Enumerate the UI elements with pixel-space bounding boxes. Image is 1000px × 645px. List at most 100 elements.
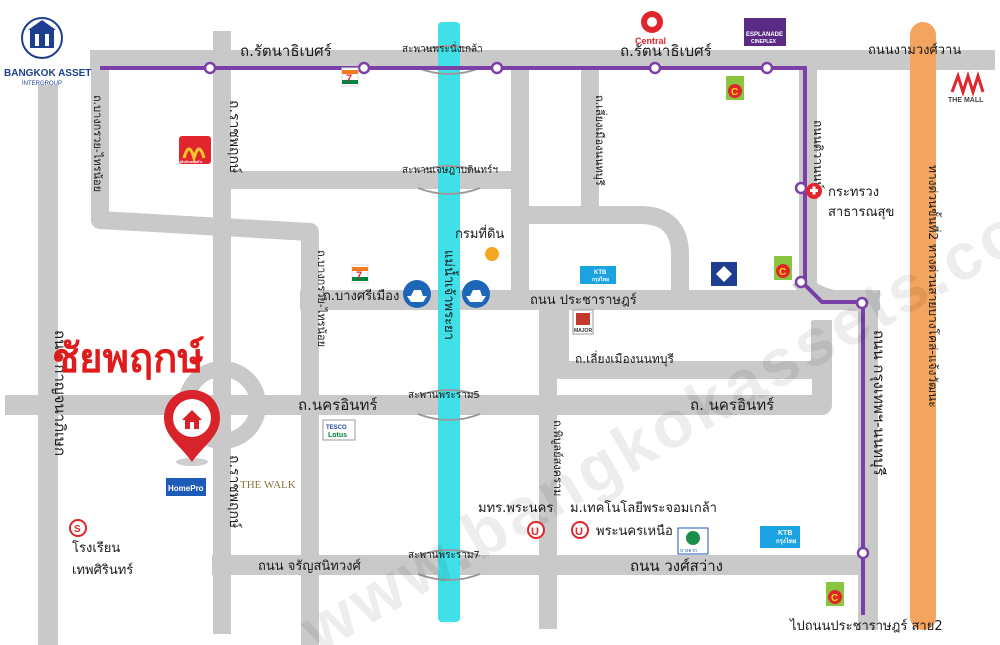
bigc-icon-bottom: C	[826, 582, 844, 606]
label-health-ministry-2: สาธารณสุข	[828, 205, 894, 220]
svg-text:McDonald's: McDonald's	[180, 159, 203, 164]
label-nakhon-in-right: ถ. นครอินทร์	[690, 396, 774, 414]
the-walk-logo: THE WALK	[240, 479, 296, 491]
bangchak-icon: บางจาก	[677, 527, 709, 555]
label-nakhon-in-left: ถ.นครอินทร์	[298, 396, 377, 414]
ktb-icon-top: KTB กรุงไทย	[580, 266, 616, 284]
label-ratchaphruek-top: ถ.ราชพฤกษ์	[226, 100, 243, 174]
bridge-arc-3	[417, 389, 481, 397]
boat-pier-icon-left	[403, 280, 431, 308]
label-bangkruai-top: ถ.บางกรวย-ไทรน้อย	[91, 95, 104, 192]
svg-text:Lotus: Lotus	[328, 432, 347, 439]
health-ministry-icon	[806, 183, 822, 199]
ktb-icon-bottom: KTB กรุงไทย	[760, 526, 800, 548]
svg-text:Central: Central	[635, 36, 666, 46]
road-bangkruai-top	[91, 51, 319, 645]
station-1	[203, 61, 217, 75]
svg-text:บางจาก: บางจาก	[680, 548, 697, 554]
label-thephasirin-2: เทพศิรินทร์	[72, 562, 133, 578]
svg-text:KTB: KTB	[778, 530, 792, 537]
svg-text:THE MALL: THE MALL	[948, 97, 984, 104]
svg-text:HomePro: HomePro	[168, 484, 204, 493]
boat-pier-icon-right	[462, 280, 490, 308]
label-bridge-rama5: สะพานพระราม5	[408, 390, 480, 401]
label-bridge-jetsadabodin: สะพานเจษฎาบดินทร์ฯ	[402, 164, 498, 176]
tesco-lotus-icon: TESCO Lotus	[322, 419, 356, 441]
label-bang-si-mueang: ถ.บางศรีเมือง	[323, 288, 399, 304]
homepro-icon: HomePro	[166, 478, 206, 496]
station-9	[856, 546, 870, 560]
svg-text:U: U	[531, 526, 539, 538]
bangkok-asset-logo-icon	[21, 17, 63, 59]
project-title: ชัยพฤกษ์	[52, 336, 205, 382]
svg-text:ESPLANADE: ESPLANADE	[746, 32, 783, 38]
bridge-arc-4	[417, 549, 481, 557]
seven-eleven-icon-mid: 7	[351, 264, 369, 284]
label-bridge-rama7: สะพานพระราม7	[408, 550, 480, 561]
station-2	[357, 61, 371, 75]
label-kanchanaphisek: ถนน กาญจนาภิเษก	[51, 330, 69, 456]
bridge-arc-1	[417, 45, 481, 53]
road-liangmueang-top	[581, 51, 689, 309]
label-rmutp: มทร.พระนคร	[478, 501, 553, 516]
svg-text:S: S	[74, 524, 81, 535]
bridge-arc-4b	[417, 573, 481, 581]
bridge-arc-3b	[417, 413, 481, 421]
station-5	[760, 61, 774, 75]
major-cineplex-icon: MAJOR	[572, 309, 594, 335]
central-logo-icon: Central	[635, 11, 666, 46]
label-wong-sawang: ถนน วงศ์สว่าง	[630, 557, 723, 575]
seven-eleven-icon-top: 7	[341, 67, 359, 87]
label-expressway: ทางด่วนขั้นที่2 ทางด่วนสายบางโคล่-แจ้งวั…	[926, 165, 942, 408]
svg-text:C: C	[779, 267, 786, 278]
logo-subtext: INTERGROUP	[22, 81, 62, 87]
station-4	[648, 61, 662, 75]
svg-text:TESCO: TESCO	[326, 425, 347, 431]
road-network	[5, 31, 995, 645]
bangkok-bank-icon	[711, 262, 737, 286]
bridge-labels: สะพานพระนั่งเกล้า สะพานเจษฎาบดินทร์ฯ สะพ…	[402, 41, 498, 561]
label-charan-sanitwong: ถนน จรัญสนิทวงศ์	[258, 558, 361, 574]
purple-line-rail	[100, 66, 865, 615]
label-pracharat: ถนน ประชาราษฎร์	[530, 292, 637, 308]
station-7	[794, 275, 808, 289]
the-mall-logo-icon: THE MALL	[948, 70, 985, 104]
label-rattanathibet-left: ถ.รัตนาธิเบศร์	[240, 42, 332, 60]
mcdonalds-logo-icon: McDonald's	[179, 136, 211, 164]
label-kmutnb-1: ม.เทคโนโลยีพระจอมเกล้า	[570, 500, 717, 516]
label-thephasirin-1: โรงเรียน	[72, 540, 120, 556]
land-dept-marker	[485, 247, 499, 261]
rmutp-u-icon: U	[527, 521, 545, 539]
label-river: แม่น้ำเจ้าพระยา	[441, 250, 459, 340]
chao-phraya-river	[438, 22, 460, 622]
label-liangmueang-top: ถ.เลี่ยงเมืองนนทบุรี	[593, 95, 608, 186]
label-kmutnb-2: พระนครเหนือ	[596, 523, 673, 539]
logo-text: BANGKOK ASSET	[4, 68, 91, 79]
label-to-pracharat2: ไปถนนประชาราษฎร์ สาย2	[789, 618, 943, 634]
station-8	[855, 296, 869, 310]
bridge-arc-2b	[417, 187, 481, 195]
brand-icons: Central ESPLANADE CINEPLEX THE MALL McDo…	[166, 11, 985, 606]
label-phibun: ถ.พิบูลย์สงคราม	[551, 420, 564, 496]
station-3	[490, 61, 504, 75]
label-health-ministry-1: กระทรวง	[828, 185, 879, 200]
bigc-icon-top: C	[726, 76, 744, 100]
project-location-pin-icon	[164, 390, 220, 466]
label-rattanathibet-right: ถ.รัตนาธิเบศร์	[620, 42, 712, 60]
svg-text:7: 7	[356, 270, 362, 282]
bridge-arc-2	[417, 165, 481, 173]
label-ratchaphruek-bottom: ถ.ราชพฤกษ์	[226, 455, 243, 529]
label-bridge-phra-nang-klao: สะพานพระนั่งเกล้า	[402, 41, 483, 55]
label-ngamwongwan: ถนนงามวงศ์วาน	[868, 42, 961, 58]
expressway-band	[910, 22, 936, 630]
label-land-dept: กรมที่ดิน	[455, 225, 504, 242]
svg-text:กรุงไทย: กรุงไทย	[592, 276, 609, 283]
label-liangmueang-mid: ถ.เลี่ยงเมืองนนทบุรี	[575, 350, 674, 367]
place-labels: กรมที่ดิน กระทรวง สาธารณสุข มทร.พระนคร U…	[69, 183, 894, 578]
svg-text:C: C	[831, 593, 838, 604]
station-6	[794, 181, 808, 195]
bigc-icon-mid: C	[774, 256, 792, 280]
svg-text:7: 7	[346, 73, 352, 85]
